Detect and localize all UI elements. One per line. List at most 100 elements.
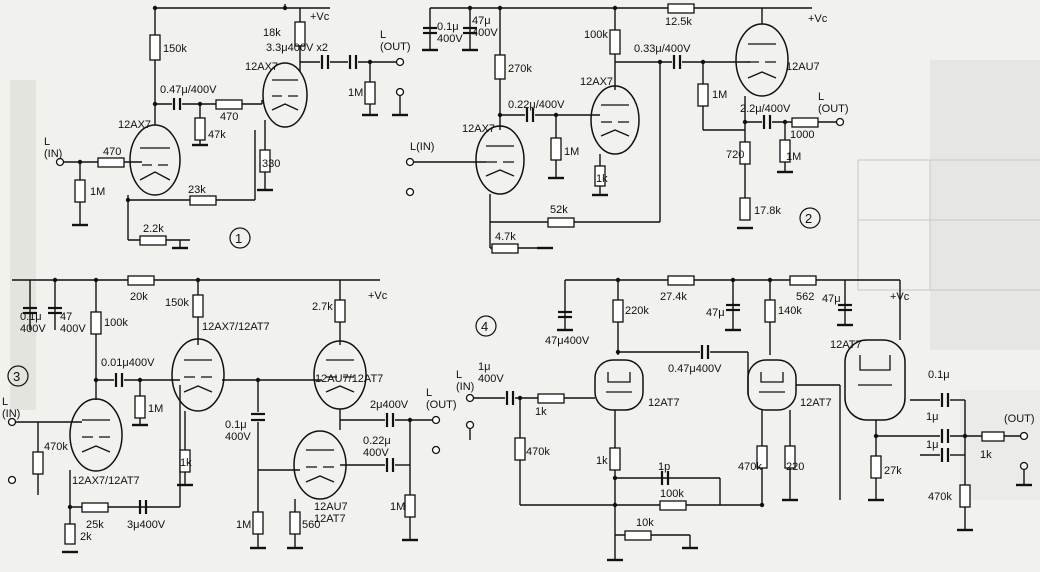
- c3-output-label: L(OUT): [426, 387, 457, 411]
- vacuum-tube-2: [262, 62, 308, 128]
- c4-rin-label: 1k: [535, 406, 547, 418]
- circuit-4: [465, 275, 1032, 562]
- c2-routseries-label: 1000: [790, 129, 814, 141]
- resistor-1m-out: [404, 494, 416, 518]
- c3-tube1-label: 12AX7/12AT7: [72, 475, 140, 487]
- circuit-2: [405, 3, 845, 254]
- c2-tube3-label: 12AU7: [786, 61, 820, 73]
- c4-rsup1-label: 27.4k: [660, 291, 687, 303]
- c3-rgrid2-label: 1M: [148, 403, 163, 415]
- c3-rcath2-label: 1k: [180, 457, 192, 469]
- c1-input-label: L(IN): [44, 136, 62, 160]
- resistor-47k: [194, 117, 206, 141]
- resistor-100k-fb: [659, 500, 687, 511]
- resistor-1m-grid3: [697, 83, 709, 107]
- c2-tube1-label: 12AX7: [462, 123, 495, 135]
- c1-vcc-label: +Vc: [310, 11, 330, 23]
- c1-cout-label: 3.3μ400V x2: [266, 42, 328, 54]
- c2-output-label: L(OUT): [818, 91, 849, 115]
- c2-vcc-label: +Vc: [808, 13, 828, 25]
- c4-rcath2-label: 220: [786, 461, 804, 473]
- c4-cout3-label: 1μ: [926, 439, 938, 451]
- vacuum-tube-1: [475, 125, 525, 195]
- resistor-470k-grid: [514, 437, 526, 461]
- resistor-470k-grid: [32, 451, 44, 475]
- c1-rcath1-label: 2.2k: [143, 223, 164, 235]
- c2-rplate1-label: 270k: [508, 63, 532, 75]
- circuit-3-number: 3: [13, 369, 20, 384]
- resistor-100k: [90, 311, 102, 335]
- c4-rcath1-label: 1k: [596, 455, 608, 467]
- resistor-1k-out: [981, 431, 1005, 442]
- c1-rseries-label: 470: [220, 111, 238, 123]
- resistor-20k: [127, 275, 155, 286]
- c3-c1-label: 0.01μ400V: [101, 357, 155, 369]
- c4-cout2-label: 1μ: [926, 411, 938, 423]
- circuit-3: [7, 275, 441, 554]
- resistor-52k: [547, 217, 575, 228]
- resistor-470k-load: [959, 484, 971, 508]
- resistor-220: [784, 445, 796, 469]
- resistor-27k: [870, 455, 882, 479]
- c2-rcath2-label: 1k: [596, 173, 608, 185]
- c4-rplate1-label: 220k: [625, 305, 649, 317]
- c3-rplate2-label: 150k: [165, 297, 189, 309]
- c2-rgrid3-label: 1M: [712, 89, 727, 101]
- vacuum-tube-2: [171, 338, 225, 412]
- circuit-2-number: 2: [805, 211, 812, 226]
- resistor-2k: [64, 523, 76, 545]
- resistor-140k: [764, 299, 776, 323]
- c3-vcc-label: +Vc: [368, 290, 388, 302]
- resistor-470-in: [97, 157, 125, 168]
- c2-rcath3b-label: 17.8k: [754, 205, 781, 217]
- c1-tube1-label: 12AX7: [118, 119, 151, 131]
- resistor-562: [789, 275, 817, 286]
- c4-rload-label: 470k: [928, 491, 952, 503]
- c2-rout-label: 1M: [786, 151, 801, 163]
- c3-ccath-label: 3μ400V: [127, 519, 166, 531]
- c3-rplate3-label: 2.7k: [312, 301, 333, 313]
- c3-rsup-label: 20k: [130, 291, 148, 303]
- resistor-10k-fb: [624, 530, 652, 541]
- c4-rgrid2-label: 470k: [738, 461, 762, 473]
- circuit-4-number: 4: [481, 319, 488, 334]
- c4-csup2-label: 47μ: [706, 307, 725, 319]
- c1-output-label: L(OUT): [380, 29, 411, 53]
- c1-rgrid2-label: 47k: [208, 129, 226, 141]
- c4-input-label: L(IN): [456, 369, 474, 393]
- c3-rcath4-label: 560: [302, 519, 320, 531]
- resistor-330: [259, 149, 271, 173]
- c2-rsup-label: 12.5k: [665, 16, 692, 28]
- c1-rout-label: 1M: [348, 87, 363, 99]
- c2-cout-label: 2.2μ/400V: [740, 103, 791, 115]
- c4-output-label: (OUT): [1004, 413, 1035, 425]
- c4-rgrid1-label: 470k: [526, 446, 550, 458]
- resistor-4-7k: [491, 243, 519, 254]
- resistor-1k-cathode2: [594, 165, 606, 187]
- resistor-25k: [81, 502, 109, 513]
- resistor-220k: [612, 299, 624, 323]
- circuit-1-number: 1: [235, 231, 242, 246]
- c4-csup1-label: 47μ400V: [545, 335, 590, 347]
- resistor-17-8k: [739, 197, 751, 221]
- resistor-2-7k: [334, 299, 346, 323]
- resistor-560: [289, 511, 301, 535]
- c4-cout1-label: 0.1μ: [928, 369, 950, 381]
- c3-rcath1b-label: 2k: [80, 531, 92, 543]
- c4-ccouple-label: 0.47μ400V: [668, 363, 722, 375]
- resistor-1k-in: [537, 393, 565, 404]
- resistor-12-5k: [667, 3, 695, 14]
- c3-rplate1-label: 100k: [104, 317, 128, 329]
- c4-rfb-label: 100k: [660, 488, 684, 500]
- c4-cfb-label: 1p: [658, 461, 670, 473]
- circuit-number-markers: 1 2 3 4: [7, 207, 821, 387]
- vacuum-tube-1: [69, 398, 123, 472]
- resistor-150k: [149, 34, 161, 61]
- c3-tube2-label: 12AX7/12AT7: [202, 321, 270, 333]
- resistor-2-2k: [139, 235, 167, 246]
